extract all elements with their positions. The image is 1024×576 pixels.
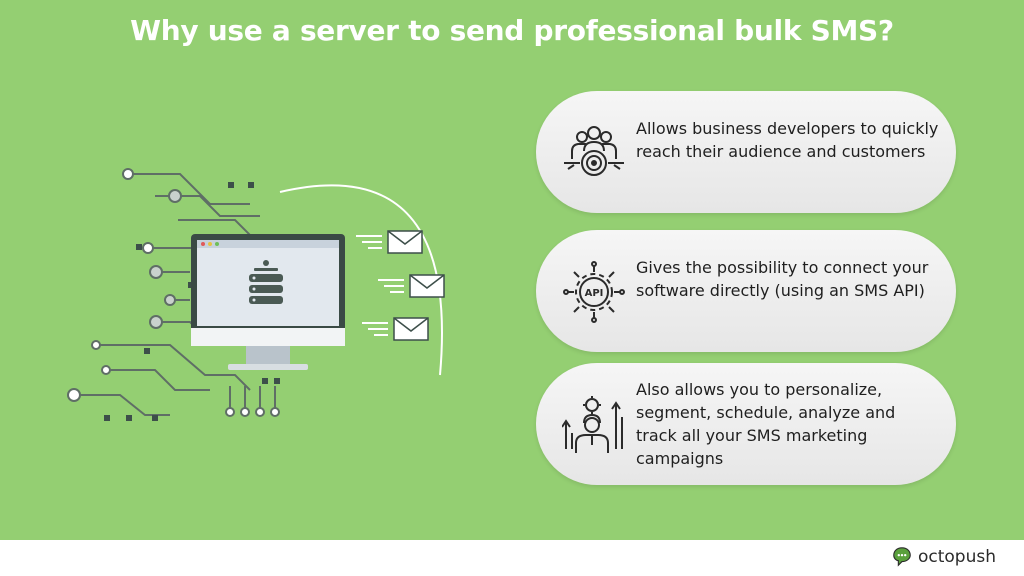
brand-logo: octopush (891, 546, 996, 568)
infographic-canvas: Why use a server to send professional bu… (0, 0, 1024, 540)
benefit-text: Allows business developers to quickly re… (636, 119, 939, 161)
signal-arc (279, 184, 443, 376)
api-gear-icon: API (563, 261, 625, 323)
octopush-logo-icon (893, 547, 911, 567)
circuit-nodes (67, 168, 280, 417)
benefit-card-marketing: Also allows you to personalize, segment,… (536, 363, 956, 485)
benefit-card-api: API Gives the possibility to connect you… (536, 230, 956, 352)
benefit-text: Gives the possibility to connect your so… (636, 258, 929, 300)
page-title: Why use a server to send professional bu… (130, 14, 894, 47)
svg-text:API: API (585, 288, 604, 299)
envelope-icons (387, 230, 445, 341)
motion-lines (356, 235, 404, 336)
monitor-icon (191, 234, 345, 370)
benefit-text: Also allows you to personalize, segment,… (636, 380, 896, 468)
footer-bar: octopush (0, 540, 1024, 576)
audience-target-icon (564, 126, 624, 176)
server-icon (249, 260, 283, 304)
brand-name: octopush (917, 547, 996, 567)
benefit-card-audience: Allows business developers to quickly re… (536, 91, 956, 213)
server-monitor-illustration (67, 168, 445, 421)
analytics-person-icon (562, 396, 623, 453)
